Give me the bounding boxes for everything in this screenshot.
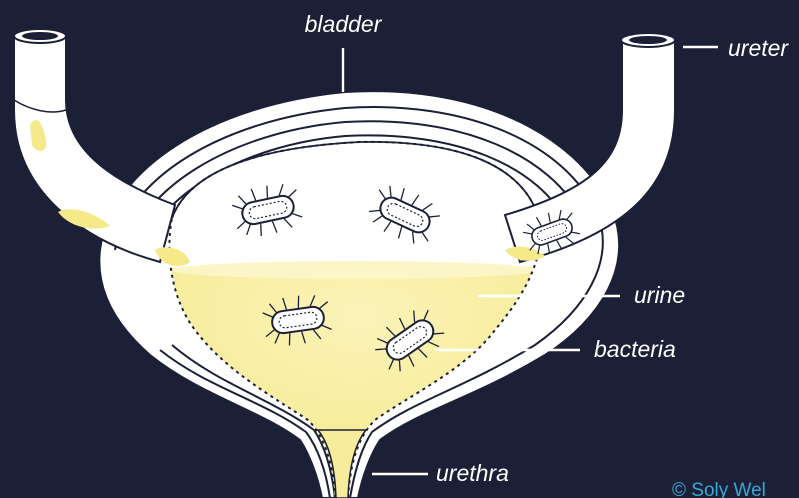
left-ureter <box>14 29 190 266</box>
copyright-credit: © Soly Wel <box>672 480 766 498</box>
bacteria-label: bacteria <box>594 336 676 362</box>
urine-surface <box>171 261 541 279</box>
ureter-label: ureter <box>728 35 789 61</box>
urine-label: urine <box>634 282 685 308</box>
bladder-label: bladder <box>305 11 383 37</box>
urethra-label: urethra <box>436 460 509 486</box>
